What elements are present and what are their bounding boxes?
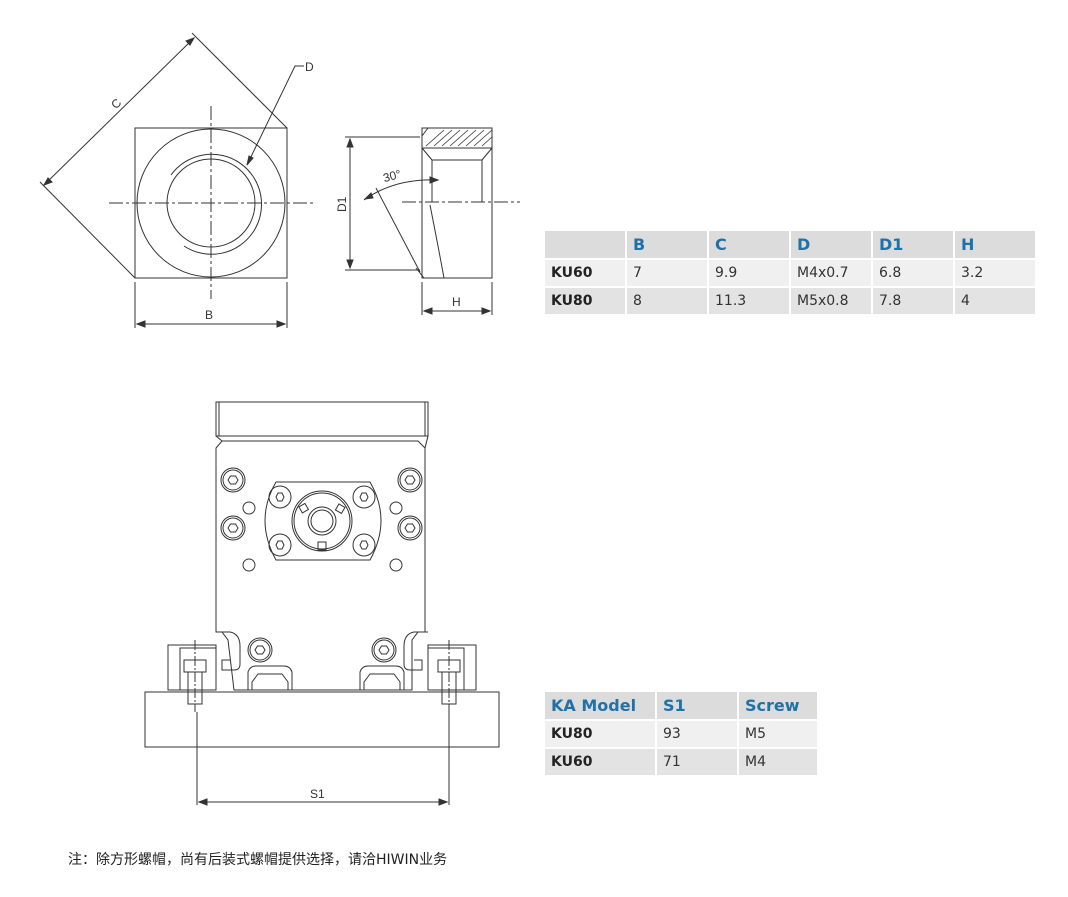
label-b: B [205,308,213,322]
header-cell: S1 [657,692,737,719]
table-cell: 8 [627,288,707,314]
table-cell: M4 [739,749,817,775]
header-cell [545,231,625,258]
label-angle: 30° [381,167,402,185]
angle-arc [363,179,439,201]
table-cell: 4 [955,288,1035,314]
bearing-flange [264,481,382,561]
header-cell: Screw [739,692,817,719]
table-cell: 11.3 [709,288,789,314]
table-cell: 93 [657,721,737,747]
table-row: KU60 7 9.9 M4x0.7 6.8 3.2 [545,260,1035,286]
table-row: KU80 93 M5 [545,721,817,747]
table-cell: 9.9 [709,260,789,286]
table-cell: 71 [657,749,737,775]
label-d1: D1 [335,196,349,212]
base-plate [144,691,500,748]
dim-line-c [43,37,195,186]
header-cell: KA Model [545,692,655,719]
label-d: D [305,60,314,74]
header-cell: C [709,231,789,258]
thread-arc [170,153,262,255]
table-header-row: KA Model S1 Screw [545,692,817,719]
section-hatch [425,129,493,147]
corner-bolts [220,467,423,541]
square-nut-side-view [345,127,520,315]
label-h: H [452,295,461,309]
clamp-screws [183,640,461,712]
table-cell: 7 [627,260,707,286]
ka-model-table: KA Model S1 Screw KU80 93 M5 KU60 71 M4 [543,690,819,777]
table-cell: 3.2 [955,260,1035,286]
footnote: 注：除方形螺帽，尚有后装式螺帽提供选择，请洽HIWIN业务 [68,852,448,868]
header-cell: H [955,231,1035,258]
table-cell: M5x0.8 [791,288,871,314]
square-nut-front-view [39,32,313,328]
header-cell: D [791,231,871,258]
table-row: KU80 8 11.3 M5x0.8 7.8 4 [545,288,1035,314]
label-s1: S1 [310,787,325,801]
header-cell: B [627,231,707,258]
header-cell: D1 [873,231,953,258]
leader-d [246,65,304,166]
label-c: C [108,96,124,112]
table-cell: 6.8 [873,260,953,286]
model-cell: KU80 [545,288,625,314]
table-cell: 7.8 [873,288,953,314]
table-header-row: B C D D1 H [545,231,1035,258]
model-cell: KU60 [545,260,625,286]
table-cell: M5 [739,721,817,747]
model-cell: KU60 [545,749,655,775]
model-cell: KU80 [545,721,655,747]
flange-bolts [268,485,376,557]
ka-module-assembly [144,401,500,806]
table-row: KU60 71 M4 [545,749,817,775]
table-cell: M4x0.7 [791,260,871,286]
nut-dimension-table: B C D D1 H KU60 7 9.9 M4x0.7 6.8 3.2 KU8… [543,229,1037,316]
